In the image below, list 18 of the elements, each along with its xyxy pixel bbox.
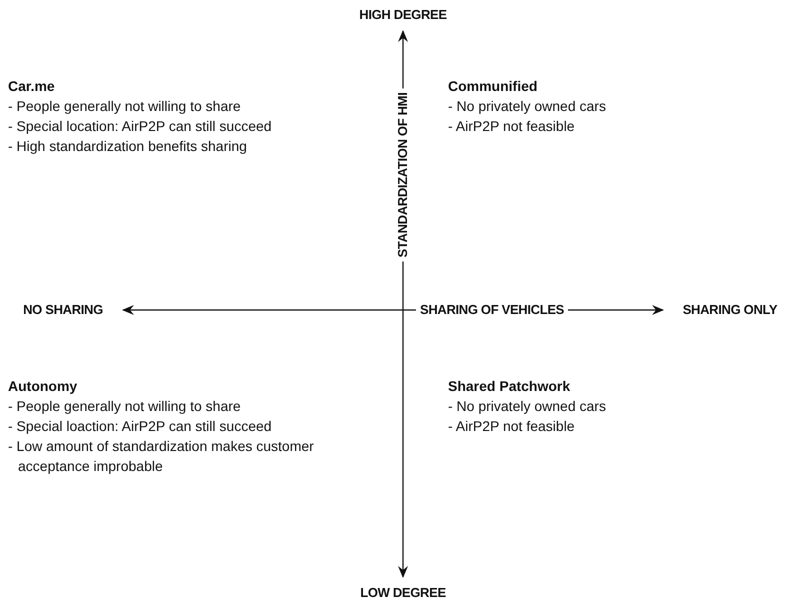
- axis-end-label: HIGH DEGREE: [359, 6, 447, 24]
- quadrant-heading: Car.me: [8, 77, 56, 96]
- axis-end-label: NO SHARING: [23, 301, 103, 320]
- bullet-text: - AirP2P not feasible: [448, 417, 576, 436]
- axis-end-label: LOW DEGREE: [360, 584, 446, 602]
- bullet-text: - People generally not willing to share: [8, 397, 242, 416]
- bullet-text: - Special location: AirP2P can still succeed: [8, 117, 273, 136]
- quadrant-heading: Autonomy: [8, 377, 78, 396]
- quadrant-heading: Communified: [448, 77, 538, 96]
- bullet-text: - No privately owned cars: [448, 397, 607, 416]
- axis-end-label: SHARING ONLY: [682, 301, 778, 320]
- quadrant-heading: Shared Patchwork: [448, 377, 572, 396]
- bullet-text: - No privately owned cars: [448, 97, 607, 116]
- bullet-text: - Special loaction: AirP2P can still succeed: [8, 417, 273, 436]
- bullet-text: - People generally not willing to share: [8, 97, 242, 116]
- bullet-text: - AirP2P not feasible: [448, 117, 576, 136]
- bullet-text: - High standardization benefits sharing: [8, 137, 248, 156]
- bullet-text: - Low amount of standardization makes customer acceptance improbable: [8, 437, 315, 476]
